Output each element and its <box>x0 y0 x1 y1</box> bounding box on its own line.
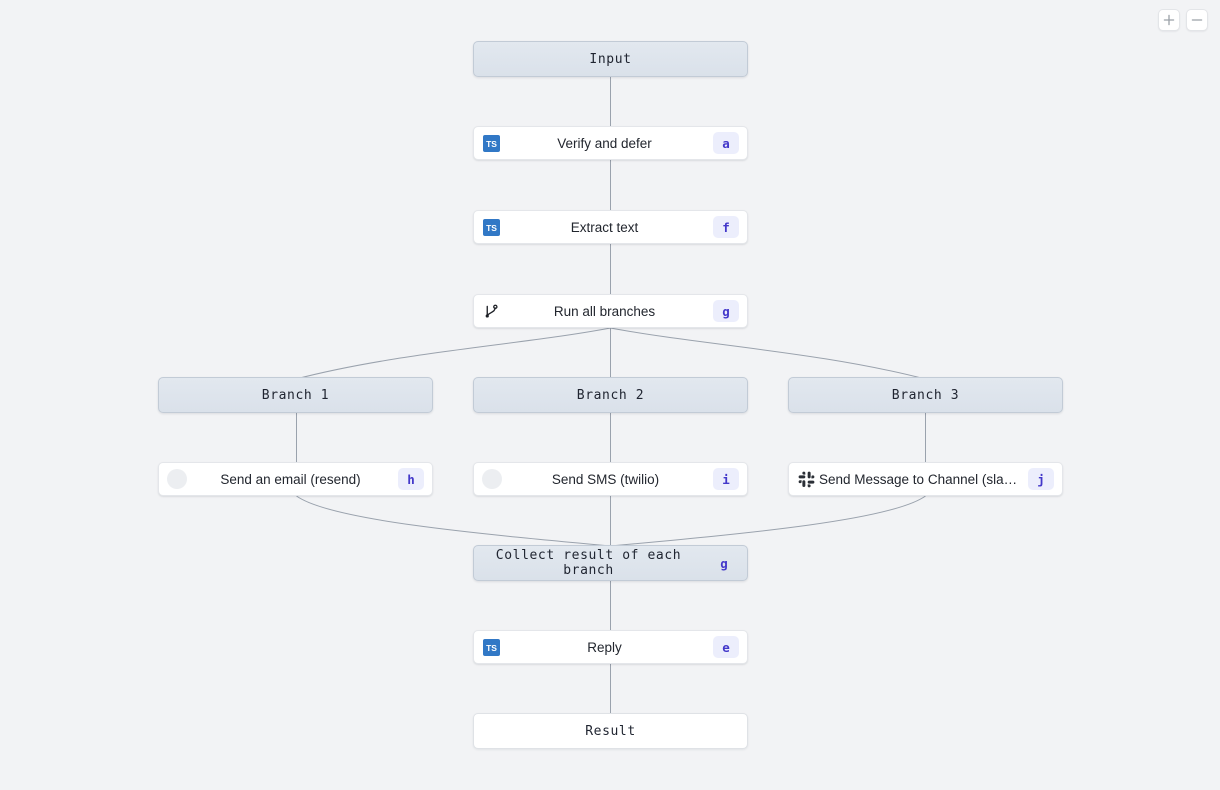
node-send-sms[interactable]: Send SMS (twilio) i <box>473 462 748 496</box>
zoom-out-button[interactable] <box>1186 9 1208 31</box>
svg-text:TS: TS <box>486 139 497 149</box>
zoom-in-button[interactable] <box>1158 9 1180 31</box>
node-collect-result[interactable]: Collect result of each branch g <box>473 545 748 581</box>
node-reply[interactable]: TS Reply e <box>473 630 748 664</box>
node-send-email-label: Send an email (resend) <box>220 471 361 487</box>
node-send-message-to-channel[interactable]: Send Message to Channel (slack) j <box>788 462 1063 496</box>
branch-header-3[interactable]: Branch 3 <box>788 377 1063 413</box>
branch-header-1[interactable]: Branch 1 <box>158 377 433 413</box>
node-send-email-badge[interactable]: h <box>398 468 424 490</box>
node-verify-badge[interactable]: a <box>713 132 739 154</box>
node-reply-badge[interactable]: e <box>713 636 739 658</box>
node-verify-label: Verify and defer <box>557 135 652 151</box>
node-result-label: Result <box>585 723 636 739</box>
edge-action1-collect <box>296 495 611 547</box>
twilio-icon <box>482 469 502 489</box>
branch-1-label: Branch 1 <box>261 387 330 403</box>
node-collect-badge[interactable]: g <box>720 555 728 571</box>
edge-runall-branch1 <box>295 327 611 380</box>
node-extract-label: Extract text <box>570 219 639 235</box>
node-send-an-email[interactable]: Send an email (resend) h <box>158 462 433 496</box>
node-send-slack-label: Send Message to Channel (slack) <box>819 471 1022 487</box>
typescript-icon: TS <box>482 134 500 152</box>
node-verify-and-defer[interactable]: TS Verify and defer a <box>473 126 748 160</box>
node-send-sms-badge[interactable]: i <box>713 468 739 490</box>
git-branch-icon <box>482 302 500 320</box>
edge-action3-collect <box>610 495 926 547</box>
minus-icon <box>1191 19 1203 21</box>
node-reply-label: Reply <box>587 639 622 655</box>
node-result[interactable]: Result <box>473 713 748 749</box>
svg-text:TS: TS <box>486 643 497 653</box>
plus-icon <box>1163 14 1175 26</box>
typescript-icon: TS <box>482 218 500 236</box>
zoom-controls <box>1158 9 1208 31</box>
edge-runall-branch3 <box>610 327 926 380</box>
node-send-slack-badge[interactable]: j <box>1028 468 1054 490</box>
slack-icon <box>797 470 815 488</box>
node-run-all-badge[interactable]: g <box>713 300 739 322</box>
node-run-all-label: Run all branches <box>553 303 656 319</box>
branch-3-label: Branch 3 <box>891 387 960 403</box>
node-input-label: Input <box>589 51 632 67</box>
resend-icon <box>167 469 187 489</box>
node-input[interactable]: Input <box>473 41 748 77</box>
branch-header-2[interactable]: Branch 2 <box>473 377 748 413</box>
svg-text:TS: TS <box>486 223 497 233</box>
typescript-icon: TS <box>482 638 500 656</box>
node-extract-badge[interactable]: f <box>713 216 739 238</box>
node-send-sms-label: Send SMS (twilio) <box>551 471 660 487</box>
branch-2-label: Branch 2 <box>576 387 645 403</box>
node-run-all-branches[interactable]: Run all branches g <box>473 294 748 328</box>
node-extract-text[interactable]: TS Extract text f <box>473 210 748 244</box>
node-collect-label: Collect result of each branch <box>495 548 682 578</box>
